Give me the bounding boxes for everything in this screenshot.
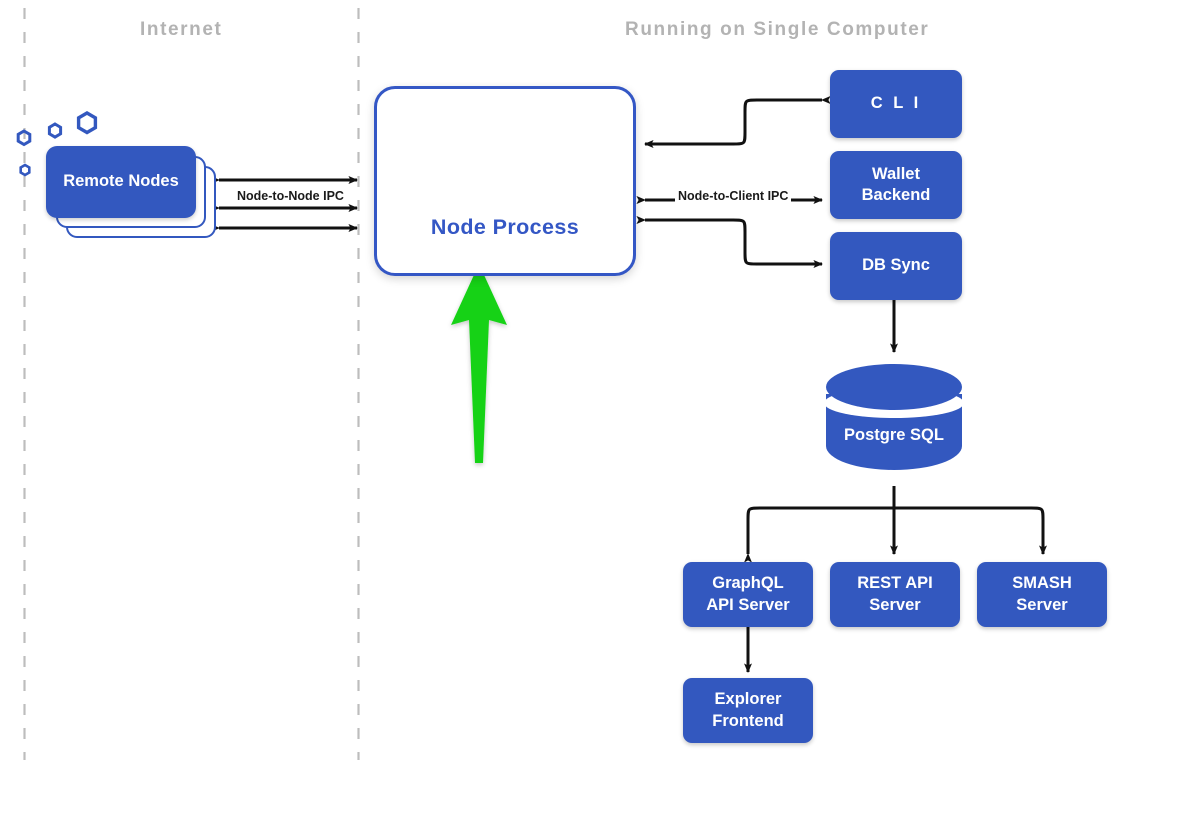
cli-label: C L I — [870, 94, 922, 113]
wallet-backend-line1: Wallet — [872, 164, 920, 183]
remote-nodes-line1: Remote — [63, 172, 124, 191]
db-sync-box[interactable]: DB Sync — [830, 232, 962, 300]
remote-nodes-line2: Nodes — [128, 172, 179, 191]
hexagon-icon-group — [16, 111, 98, 177]
node-process-panel[interactable]: Node Process — [374, 86, 636, 276]
node-to-client-ipc-label: Node-to-Client IPC — [675, 189, 792, 203]
rest-api-server-box[interactable]: REST API Server — [830, 562, 960, 627]
cli-box[interactable]: C L I — [830, 70, 962, 138]
postgres-fanout-arrows — [744, 486, 1047, 563]
node-to-client-arrows — [636, 96, 831, 268]
explorer-frontend-box[interactable]: Explorer Frontend — [683, 678, 813, 743]
node-process-label: Node Process — [430, 214, 580, 239]
remote-nodes-group[interactable]: Remote Nodes — [46, 146, 218, 238]
db-sync-label: DB Sync — [862, 256, 930, 275]
smash-server-box[interactable]: SMASH Server — [977, 562, 1107, 627]
zone-title-internet: Internet — [140, 19, 223, 40]
rest-api-line1: REST API — [857, 574, 933, 593]
rest-api-line2: Server — [869, 595, 921, 614]
smash-line2: Server — [1016, 595, 1068, 614]
explorer-line2: Frontend — [712, 711, 784, 730]
node-to-node-ipc-label: Node-to-Node IPC — [234, 189, 347, 203]
graphql-line1: GraphQL — [712, 574, 784, 593]
zone-title-single-computer: Running on Single Computer — [625, 19, 930, 40]
explorer-line1: Explorer — [714, 690, 782, 709]
postgres-database-cylinder[interactable]: Postgre SQL — [824, 364, 964, 470]
wallet-backend-box[interactable]: Wallet Backend — [830, 151, 962, 219]
wallet-backend-line2: Backend — [861, 186, 931, 204]
cylinder-top-ellipse — [826, 364, 962, 410]
green-up-arrow — [451, 264, 507, 463]
node-to-node-arrows — [210, 176, 358, 232]
remote-nodes-box[interactable]: Remote Nodes — [46, 146, 196, 218]
graphql-api-server-box[interactable]: GraphQL API Server — [683, 562, 813, 627]
smash-line1: SMASH — [1012, 574, 1072, 593]
cardano-logo-placeholder — [474, 131, 536, 193]
postgres-label: Postgre SQL — [844, 426, 944, 444]
graphql-line2: API Server — [706, 595, 790, 614]
